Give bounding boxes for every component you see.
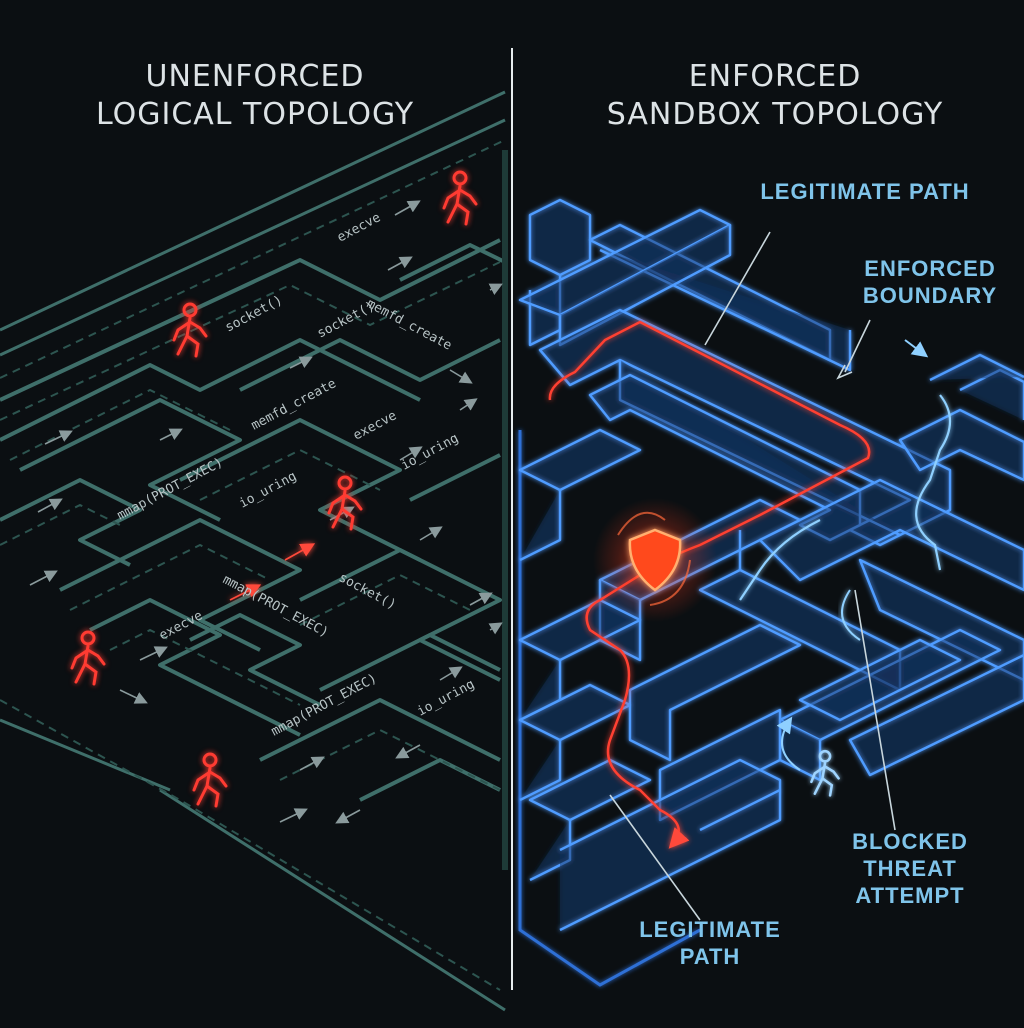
label-pointers	[609, 231, 896, 921]
syscall-label: io_uring	[237, 469, 299, 512]
syscall-label: execve	[335, 210, 384, 245]
walking-figure-icon	[70, 630, 106, 686]
blocked-threat-label: BLOCKED THREAT ATTEMPT	[852, 829, 968, 908]
legitimate-path-label-top: LEGITIMATE PATH	[760, 179, 970, 204]
walking-figure-icon	[442, 170, 478, 226]
right-panel-title: ENFORCED SANDBOX TOPOLOGY	[606, 59, 944, 132]
syscall-label: io_uring	[399, 431, 461, 474]
left-panel-title: UNENFORCED LOGICAL TOPOLOGY	[95, 59, 415, 132]
enforced-boundary-label: ENFORCED BOUNDARY	[862, 256, 998, 308]
shield-icon	[593, 498, 717, 622]
legitimate-path-label-bottom: LEGITIMATE PATH	[639, 917, 781, 969]
syscall-label: socket()	[223, 293, 285, 336]
syscall-label: io_uring	[415, 677, 477, 720]
syscall-label: socket()	[336, 570, 398, 613]
syscall-label: execve	[351, 408, 400, 443]
walking-figure-icon	[192, 752, 228, 808]
left-maze	[0, 90, 508, 1012]
